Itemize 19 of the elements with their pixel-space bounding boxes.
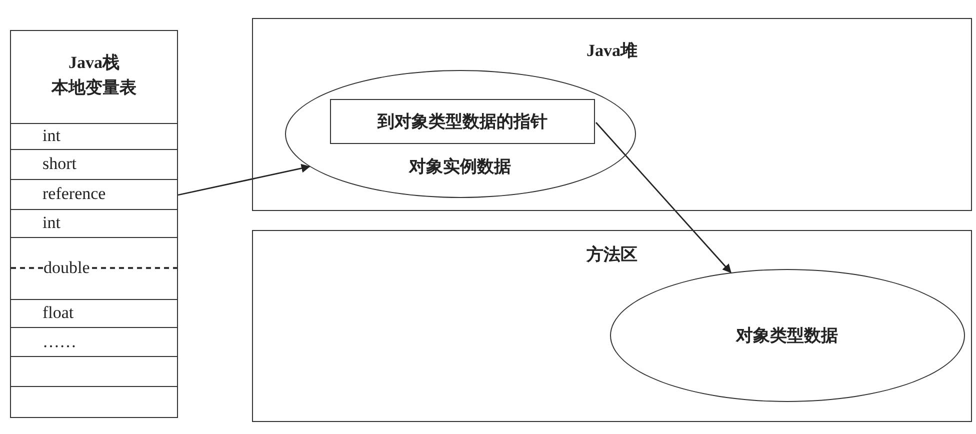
table-row: …… [10, 328, 178, 356]
area-title: Java栈 [68, 52, 120, 74]
memory-area-box [252, 18, 972, 211]
arrow [595, 122, 732, 274]
memory-area-box [252, 230, 972, 422]
arrow [178, 164, 310, 196]
stack-table [10, 30, 178, 418]
area-title: Java堆 [586, 40, 638, 62]
table-row: float [10, 300, 178, 328]
area-title: 方法区 [585, 244, 638, 266]
table-row: reference [10, 180, 178, 210]
area-title: 对象实例数据 [408, 156, 512, 178]
table-row: int [10, 122, 178, 150]
table-row [10, 356, 178, 386]
pointer-box: 到对象类型数据的指针 [330, 99, 595, 144]
area-title: 本地变量表 [50, 77, 138, 99]
table-row [10, 238, 178, 300]
type-data-ellipse: 对象类型数据 [610, 268, 964, 402]
object-ellipse [284, 70, 636, 198]
